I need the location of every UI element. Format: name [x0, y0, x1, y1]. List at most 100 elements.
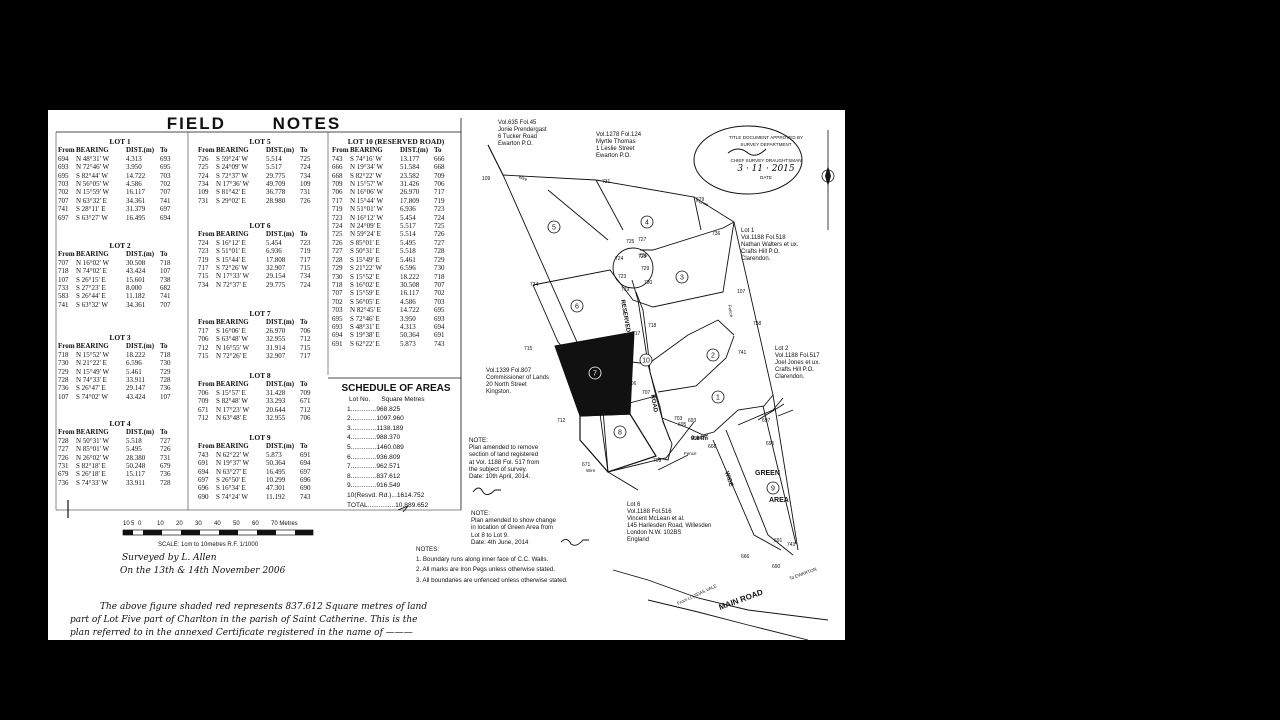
cell: 691 [434, 331, 445, 340]
cell: 695 [434, 306, 445, 315]
col-header: DIST.(m) [266, 146, 295, 155]
cell: 729 [332, 264, 343, 273]
cell: 706 [332, 188, 343, 197]
surveyed-by: Surveyed by L. Allen [122, 553, 217, 563]
cell: 694 [160, 213, 171, 222]
cell: 6.936 [400, 205, 416, 214]
col-header: BEARING [76, 342, 109, 351]
cell: S 72°26' W [216, 264, 248, 273]
cell: 707 [58, 196, 69, 205]
road-label: ROAD [649, 394, 658, 413]
cell: 724 [300, 163, 311, 172]
cell: 727 [332, 247, 343, 256]
point-718: 718 [648, 323, 657, 329]
cell: 32.955 [266, 414, 286, 423]
cell: 731 [300, 188, 311, 197]
cell: 5.517 [266, 163, 282, 172]
owner-line: Clarendon. [775, 374, 805, 380]
cell: 31.379 [126, 205, 146, 214]
cell: 3.950 [400, 314, 416, 323]
cell: 50.248 [126, 462, 146, 471]
cell: N 15°49' W [76, 367, 110, 376]
owner-line: 6 Tucker Road [498, 134, 538, 140]
scale-tick: 60 [252, 521, 259, 527]
cell: N 63°27' E [216, 467, 247, 476]
note-line: the subject of survey. [469, 465, 528, 473]
note-line: Plan amended to remove [469, 444, 539, 452]
cell: S 16°02' E [350, 280, 380, 289]
owner-line: Vol.1339 Fol.807 [486, 368, 532, 374]
owner-line: 20 North Street [486, 382, 527, 388]
cell: 743 [434, 339, 445, 348]
note-item-2: 2. All marks are Iron Pegs unless otherw… [416, 566, 555, 574]
cell: 725 [300, 154, 311, 163]
lot-title: LOT 4 [109, 419, 131, 428]
cell: 30.508 [126, 258, 146, 267]
col-header: BEARING [76, 428, 109, 437]
cell: 717 [198, 326, 209, 335]
cell: 703 [160, 171, 171, 180]
cell: 671 [300, 397, 311, 406]
cell: 715 [300, 264, 311, 273]
col-header: To [300, 146, 308, 155]
cell: 734 [198, 280, 209, 289]
cell: 679 [58, 470, 69, 479]
cell: 20.644 [266, 405, 286, 414]
col-header: To [160, 428, 168, 437]
lot-title: LOT 5 [249, 137, 271, 146]
col-header: BEARING [216, 380, 249, 389]
col-header: To [300, 442, 308, 451]
col-header: From [58, 342, 75, 351]
cell: 717 [300, 352, 311, 361]
cell: 15.117 [126, 470, 145, 479]
cell: 16.117 [126, 188, 145, 197]
schedule-row: 9..............916.549 [347, 482, 401, 490]
cell: 3.950 [126, 163, 142, 172]
lot-number-2: 2 [711, 353, 715, 360]
point-723: 723 [618, 274, 627, 280]
cell: 16.117 [400, 289, 419, 298]
cell: S 21°22' W [350, 264, 382, 273]
cell: S 72°46' E [350, 314, 380, 323]
cell: 694 [332, 331, 343, 340]
cell: 29.154 [266, 272, 286, 281]
point-728: 728 [638, 254, 647, 260]
cell: S 82°22' W [350, 171, 382, 180]
cell: 728 [58, 376, 69, 385]
cell: 707 [58, 258, 69, 267]
cell: 50.364 [400, 331, 420, 340]
scale-label: SCALE: 1cm to 10metres R.F. 1/1000 [158, 542, 259, 548]
cell: 583 [58, 292, 69, 301]
col-header: BEARING [76, 146, 109, 155]
cell: 50.364 [266, 459, 286, 468]
cell: 741 [58, 205, 69, 214]
cell: 728 [332, 255, 343, 264]
cell: 33.911 [126, 376, 145, 385]
cell: N 15°52' W [76, 350, 110, 359]
cell: 728 [160, 478, 171, 487]
cell: S 15°44' E [216, 255, 246, 264]
